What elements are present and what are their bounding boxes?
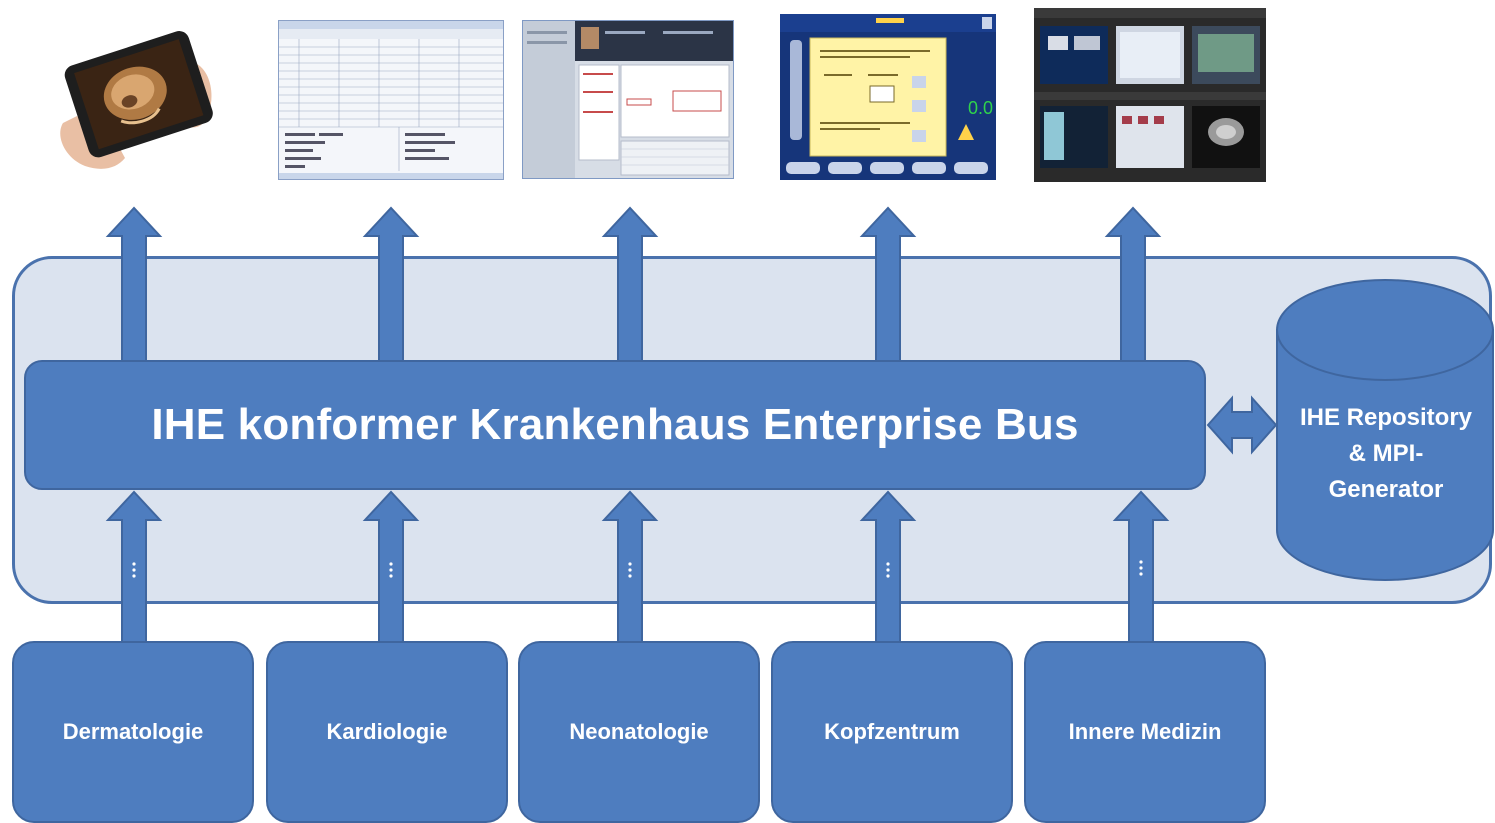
repository-line-2: & MPI- [1348, 440, 1424, 467]
cooling-device-screenshot: 0.0 [780, 14, 996, 180]
department-label: Kopfzentrum [824, 719, 960, 744]
output-arrow-1 [107, 207, 161, 363]
image-viewer-screenshot [1034, 8, 1266, 182]
enterprise-bus: IHE konformer Krankenhaus Enterprise Bus [24, 360, 1206, 490]
bidirectional-arrow [1206, 395, 1278, 455]
department-label: Kardiologie [326, 719, 448, 744]
input-arrow-2 [364, 491, 418, 644]
repository-label: IHE Repository & MPI- Generator [1280, 400, 1492, 508]
department-kopfzentrum: Kopfzentrum [771, 641, 1013, 823]
department-label: Innere Medizin [1068, 719, 1222, 744]
output-arrow-2 [364, 207, 418, 363]
bus-label: IHE konformer Krankenhaus Enterprise Bus [151, 400, 1079, 449]
spreadsheet-screenshot [278, 20, 504, 180]
department-label: Neonatologie [569, 719, 709, 744]
tablet-icon [60, 31, 213, 169]
svg-text:0.0: 0.0 [968, 98, 993, 118]
records-screenshot [522, 20, 734, 179]
output-arrow-5 [1106, 207, 1160, 363]
repository-cylinder [1276, 279, 1494, 581]
ellipsis-dots [132, 560, 1143, 578]
repository-line-3: Generator [1328, 476, 1444, 503]
department-dermatologie: Dermatologie [12, 641, 254, 823]
output-arrow-3 [603, 207, 657, 363]
input-arrow-3 [603, 491, 657, 644]
input-arrow-4 [861, 491, 915, 644]
department-label: Dermatologie [62, 719, 204, 744]
repository-line-1: IHE Repository [1299, 404, 1473, 431]
department-kardiologie: Kardiologie [266, 641, 508, 823]
department-innere-medizin: Innere Medizin [1024, 641, 1266, 823]
output-arrow-4 [861, 207, 915, 363]
input-arrow-1 [107, 491, 161, 644]
department-neonatologie: Neonatologie [518, 641, 760, 823]
